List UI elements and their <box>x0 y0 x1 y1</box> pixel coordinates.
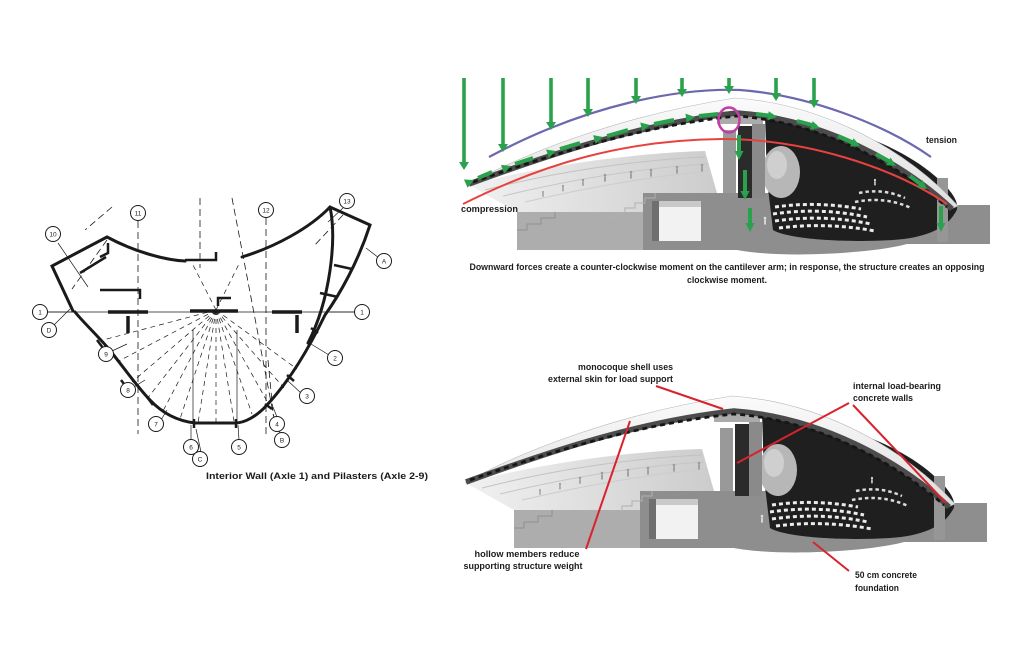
svg-text:10: 10 <box>49 231 57 238</box>
axle-bubble: 12 <box>258 202 274 218</box>
svg-text:11: 11 <box>135 210 142 217</box>
svg-text:D: D <box>47 327 52 334</box>
plan-interior-walls <box>79 243 353 306</box>
axle-bubble: 2 <box>327 350 343 366</box>
tension-label: tension <box>926 135 957 146</box>
down-arrow-icon <box>677 78 687 97</box>
foundation-label-line2: foundation <box>855 583 899 594</box>
svg-text:4: 4 <box>275 421 279 428</box>
axle-bubble: 6 <box>183 439 199 455</box>
annotation-labels: monocoque shell uses external skin for l… <box>464 362 942 594</box>
moment-overlays: tension compression <box>459 78 957 232</box>
plan-radial-fan <box>102 261 298 424</box>
svg-text:3: 3 <box>305 393 309 400</box>
foundation-label-line1: 50 cm concrete <box>855 570 917 581</box>
axle-bubble: C <box>192 451 208 467</box>
svg-text:B: B <box>280 437 284 444</box>
axle-bubble: 13 <box>339 193 355 209</box>
hollow-members-label-line1: hollow members reduce <box>475 549 580 560</box>
svg-text:9: 9 <box>104 351 108 358</box>
moment-caption-line1: Downward forces create a counter-clockwi… <box>470 262 985 273</box>
svg-text:6: 6 <box>189 444 193 451</box>
svg-text:1: 1 <box>38 309 42 316</box>
axle-bubbles: 10 11 12 13 A 1 D 1 9 2 8 3 7 4 B 6 5 C <box>32 193 392 467</box>
tension-curve <box>488 88 932 158</box>
svg-text:7: 7 <box>154 421 158 428</box>
down-arrow-icon <box>459 78 469 170</box>
axle-bubble: 9 <box>98 346 114 362</box>
monocoque-label-line2: external skin for load support <box>548 374 674 385</box>
axle-bubble: 1 <box>354 304 370 320</box>
axle-bubble: 11 <box>130 205 146 221</box>
svg-text:8: 8 <box>126 387 130 394</box>
svg-text:13: 13 <box>343 198 351 205</box>
plan-caption: Interior Wall (Axle 1) and Pilasters (Ax… <box>206 471 428 482</box>
plan-outline <box>50 205 372 425</box>
structure-diagram-rendering <box>465 396 987 552</box>
internal-walls-label-line1: internal load-bearing <box>853 381 941 392</box>
down-arrow-icon <box>631 78 641 104</box>
down-arrow-icon <box>498 78 508 152</box>
axle-bubble: 1 <box>32 304 48 320</box>
axle-bubble: D <box>41 322 57 338</box>
pilaster-ticks <box>96 326 319 428</box>
axle-bubble: 10 <box>45 226 61 242</box>
axle-bubble: 4 <box>269 416 285 432</box>
compression-label: compression <box>461 204 518 215</box>
svg-text:2: 2 <box>333 355 337 362</box>
plan-axis-lines <box>47 207 380 453</box>
axle-bubble: 7 <box>148 416 164 432</box>
moment-caption-line2: clockwise moment. <box>687 275 767 286</box>
axle-bubble: 8 <box>120 382 136 398</box>
plan-drawing: 10 11 12 13 A 1 D 1 9 2 8 3 7 4 B 6 5 C <box>32 193 392 467</box>
axle-bubble: 3 <box>299 388 315 404</box>
svg-text:A: A <box>382 258 387 265</box>
axle1-wall-segments <box>108 309 302 333</box>
downward-force-arrows <box>459 78 819 170</box>
down-arrow-icon <box>809 78 819 108</box>
svg-text:5: 5 <box>237 444 241 451</box>
compression-curve <box>462 137 948 205</box>
down-arrow-icon <box>724 78 734 94</box>
internal-walls-label-line2: concrete walls <box>853 393 913 404</box>
monocoque-label-line1: monocoque shell uses <box>578 362 673 373</box>
axle-bubble: A <box>376 253 392 269</box>
down-arrow-icon <box>546 78 556 130</box>
hollow-members-label-line2: supporting structure weight <box>464 561 584 572</box>
force-flow-arrows <box>463 111 946 232</box>
annotation-leader-lines <box>585 385 947 572</box>
axle-bubble: B <box>274 432 290 448</box>
joint-highlight-circle <box>717 106 741 134</box>
svg-text:1: 1 <box>360 309 364 316</box>
svg-text:12: 12 <box>262 207 270 214</box>
svg-text:C: C <box>198 456 203 463</box>
down-arrow-icon <box>583 78 593 117</box>
down-arrow-icon <box>771 78 781 101</box>
axle-bubble: 5 <box>231 439 247 455</box>
plan-dashed-axes <box>71 197 344 437</box>
